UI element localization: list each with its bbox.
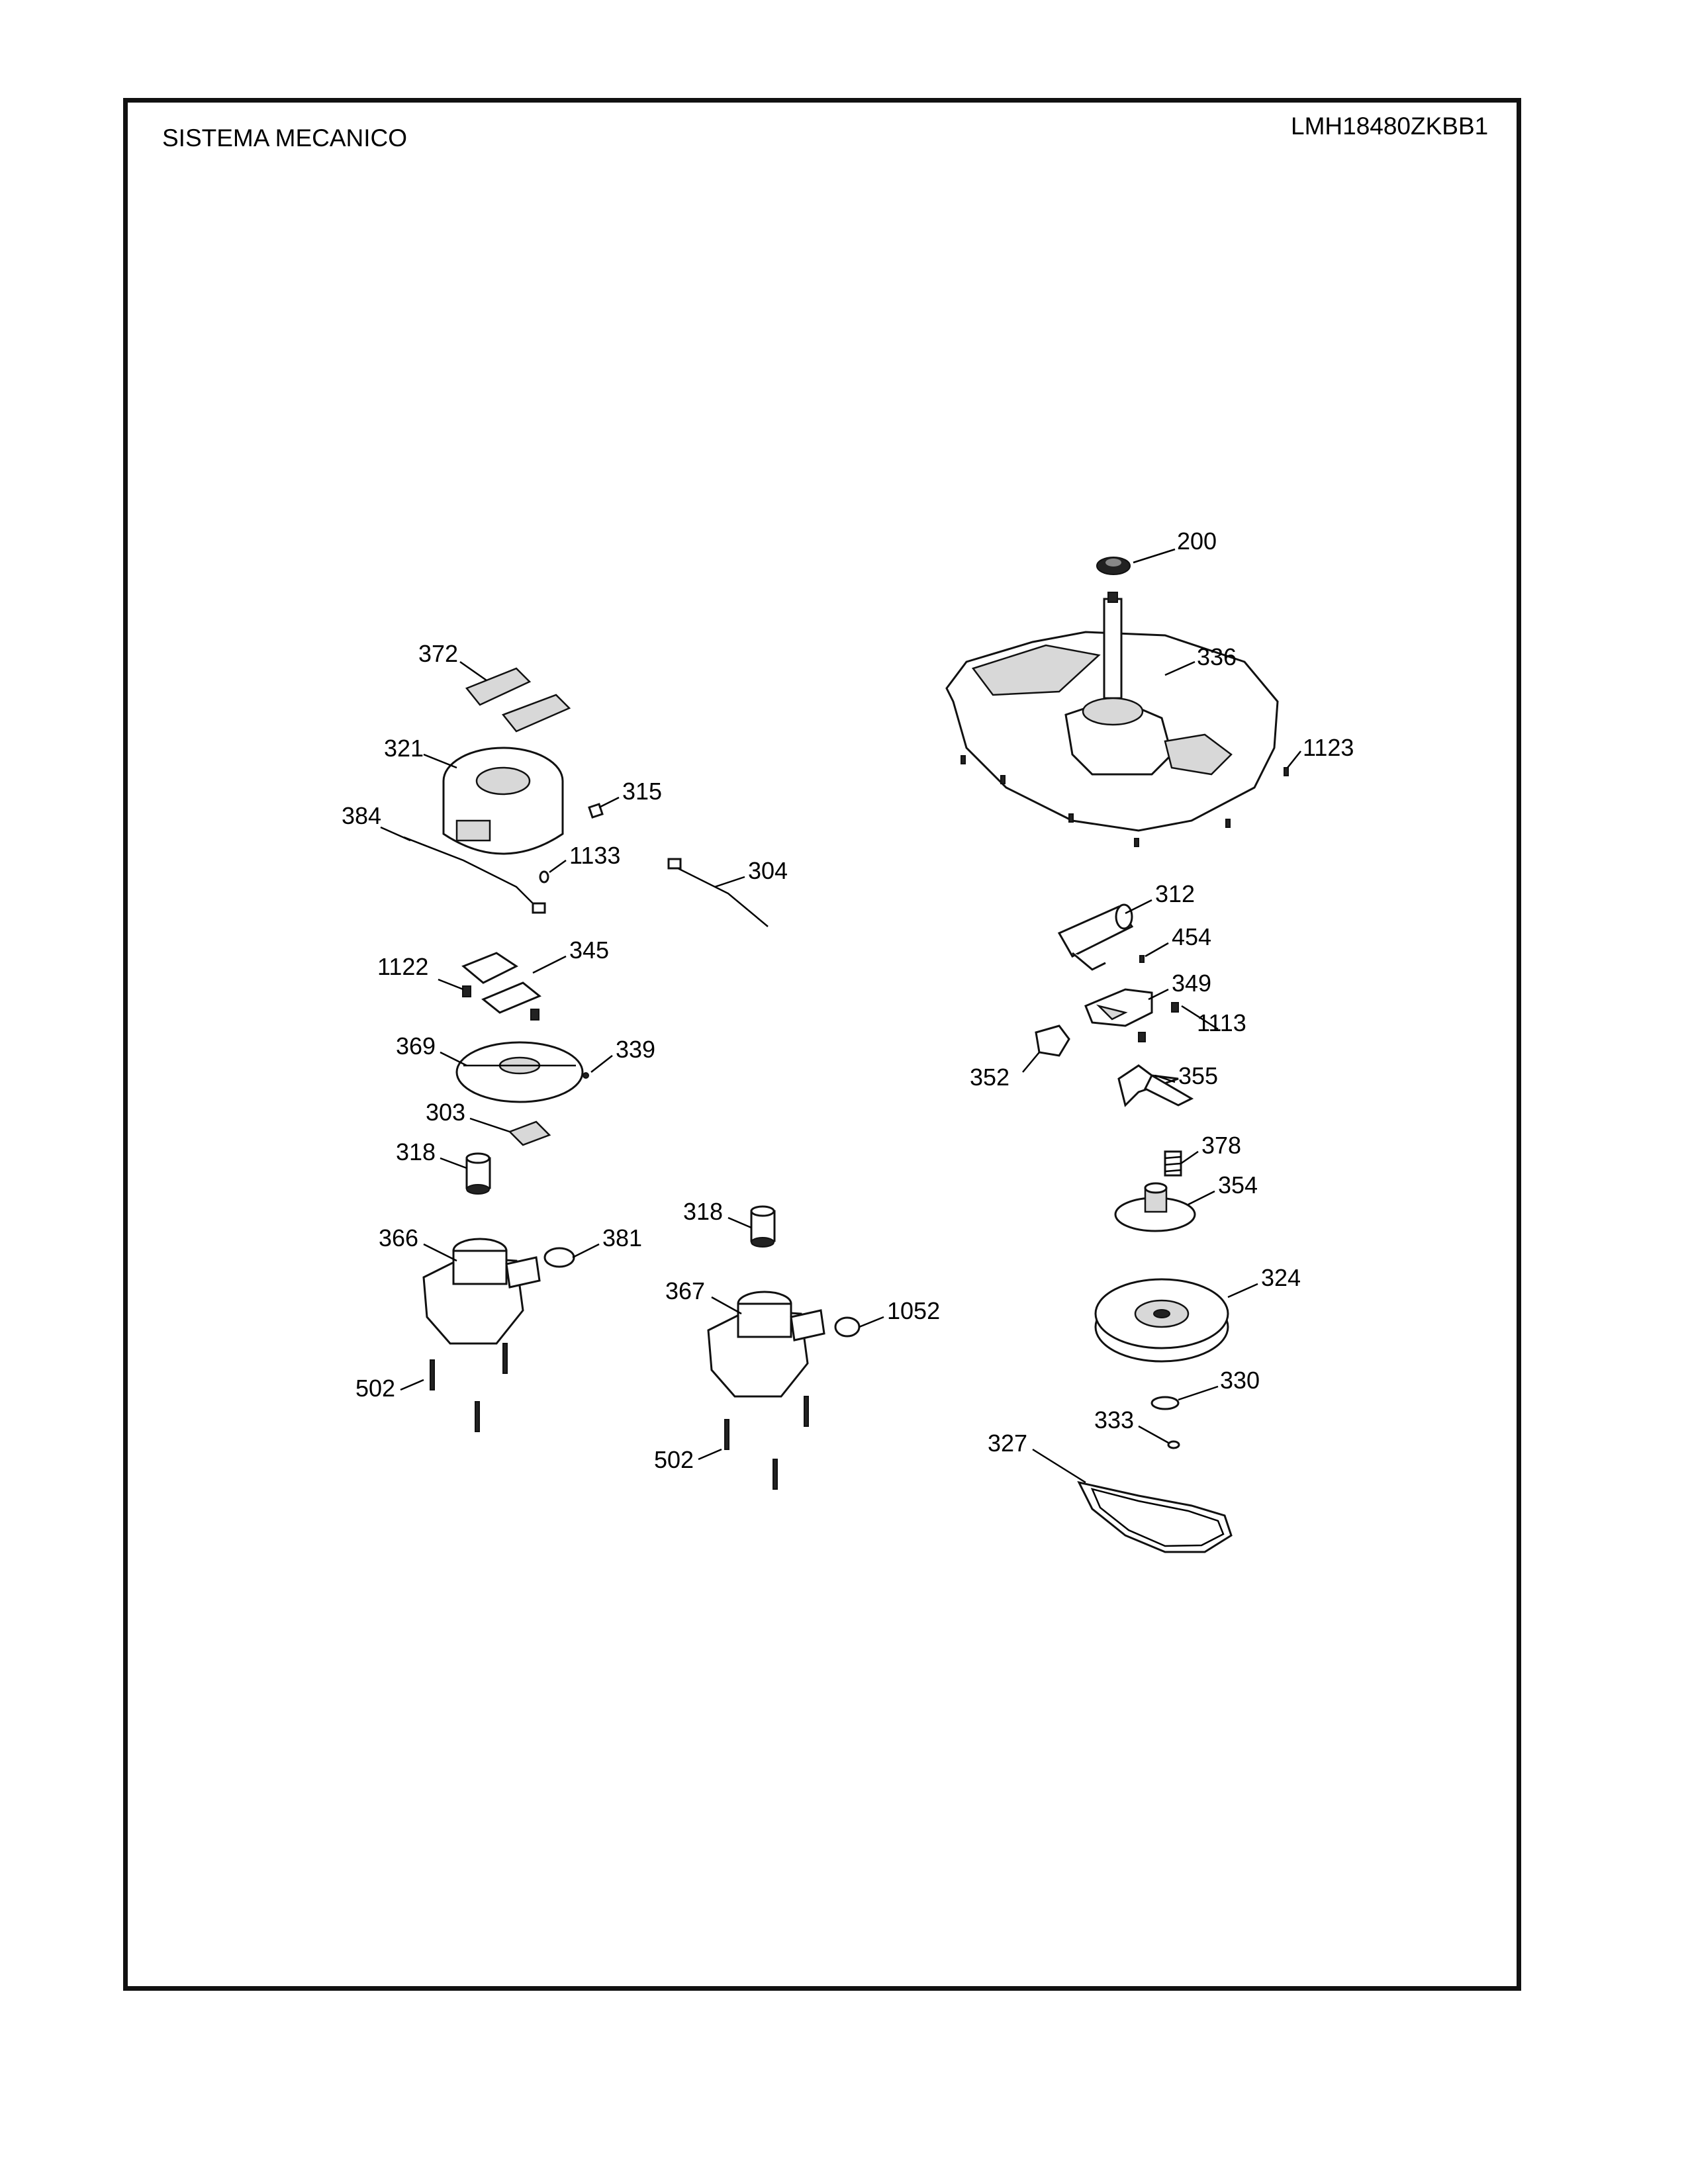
callout-321: 321	[384, 735, 424, 762]
part-333-clip	[1167, 1440, 1180, 1449]
part-366-drain-pump	[422, 1238, 541, 1345]
callout-502: 502	[355, 1375, 395, 1402]
callout-1113: 1113	[1197, 1009, 1246, 1036]
part-502-screws	[430, 1343, 508, 1432]
callout-200: 200	[1177, 527, 1217, 555]
callout-366: 366	[379, 1224, 418, 1251]
part-345-plates	[461, 952, 541, 1014]
callout-303: 303	[426, 1099, 465, 1126]
callout-354: 354	[1218, 1171, 1258, 1199]
callout-327: 327	[988, 1430, 1027, 1457]
callout-333: 333	[1094, 1406, 1134, 1433]
callout-355: 355	[1178, 1062, 1218, 1089]
part-336-base-plate	[945, 592, 1279, 832]
diagram-title: SISTEMA MECANICO	[162, 124, 408, 152]
callout-1123: 1123	[1303, 734, 1354, 761]
part-339-screw	[583, 1072, 589, 1079]
callout-384: 384	[342, 802, 381, 829]
callout-352: 352	[970, 1064, 1009, 1091]
part-330-washer	[1150, 1396, 1180, 1410]
part-303-clip	[508, 1120, 551, 1146]
part-378-spring	[1164, 1150, 1182, 1177]
part-454-screw	[1139, 955, 1145, 963]
callout-367: 367	[665, 1277, 705, 1304]
callout-315: 315	[622, 778, 662, 805]
callout-378: 378	[1201, 1132, 1241, 1159]
part-369-fan	[455, 1041, 584, 1103]
part-1113-screw	[1138, 1002, 1179, 1042]
callout-502-second: 502	[654, 1446, 694, 1473]
part-354-gear	[1114, 1182, 1196, 1232]
callout-318-second: 318	[683, 1198, 723, 1225]
callout-1122: 1122	[377, 953, 428, 980]
part-1052-clamp	[834, 1316, 861, 1338]
part-318-filter-second	[750, 1205, 776, 1248]
callout-381: 381	[602, 1224, 642, 1251]
callout-345: 345	[569, 936, 609, 964]
part-372-brackets	[465, 667, 571, 733]
part-1133-clip	[539, 870, 549, 884]
part-304-rod	[667, 858, 769, 927]
part-324-pulley	[1094, 1278, 1229, 1363]
part-502-screws-second	[724, 1396, 809, 1490]
callout-304: 304	[748, 857, 788, 884]
part-349-bracket	[1084, 988, 1153, 1027]
callout-1133: 1133	[569, 842, 620, 869]
callout-339: 339	[616, 1036, 655, 1063]
callout-454: 454	[1172, 923, 1211, 950]
leader-lines	[380, 548, 1301, 1484]
callout-372: 372	[418, 640, 458, 667]
part-367-drain-pump	[707, 1291, 825, 1398]
part-352-actuator	[1035, 1024, 1070, 1057]
callout-324: 324	[1261, 1264, 1301, 1291]
part-312-capacitor	[1057, 903, 1134, 971]
callout-330: 330	[1220, 1367, 1260, 1394]
callout-349: 349	[1172, 970, 1211, 997]
part-1122-screws	[462, 985, 539, 1021]
callout-318: 318	[396, 1138, 436, 1165]
part-200-cap	[1096, 557, 1131, 575]
callout-312: 312	[1155, 880, 1195, 907]
diagram-border	[123, 98, 1521, 1991]
part-381-clamp	[543, 1247, 575, 1268]
callout-labels: 200 336 1123 372 321 315 384 1133 304 31…	[342, 527, 1354, 1473]
part-384-wire-harness	[403, 836, 546, 914]
callout-369: 369	[396, 1032, 436, 1060]
model-number: LMH18480ZKBB1	[1291, 113, 1489, 140]
callout-336: 336	[1197, 643, 1237, 670]
part-321-motor	[442, 747, 564, 855]
callout-1052: 1052	[887, 1297, 940, 1324]
part-1123-screws	[961, 755, 1289, 847]
part-318-filter	[465, 1152, 491, 1195]
part-355-fork	[1117, 1064, 1194, 1107]
part-327-belt	[1077, 1480, 1233, 1553]
